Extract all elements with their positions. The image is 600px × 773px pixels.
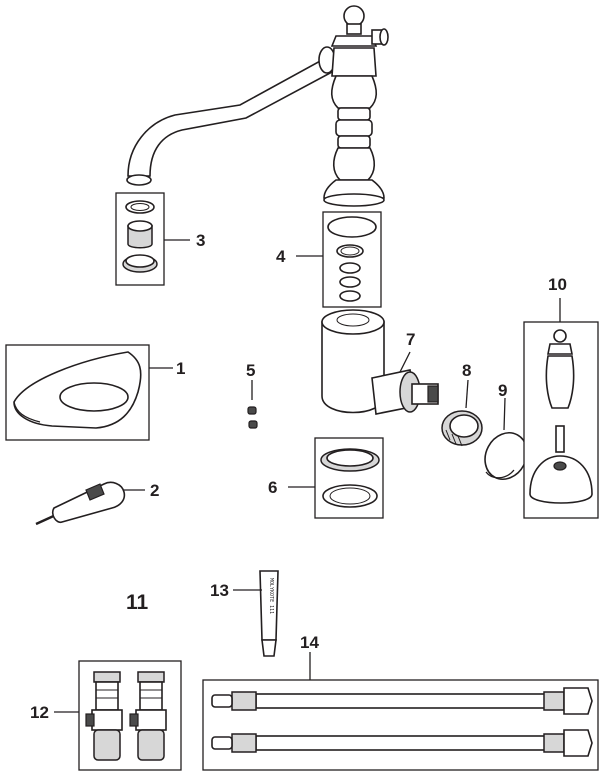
callout-7: 7 (406, 330, 415, 349)
callout-3: 3 (196, 231, 205, 250)
faucet-assembly (126, 5, 389, 207)
callout-2: 2 (150, 481, 159, 500)
callout-11: 11 (126, 591, 149, 614)
part-14-flexible-hoses (202, 652, 599, 771)
part-7-valve-body (321, 309, 439, 415)
part-8-threaded-ring (441, 379, 483, 447)
callout-1: 1 (176, 359, 185, 378)
callout-13: 13 (210, 581, 229, 600)
part-4-seal-rings (296, 211, 382, 308)
callout-labels: 1 2 3 4 5 6 7 8 9 10 11 12 13 14 (30, 231, 567, 722)
callout-9: 9 (498, 381, 507, 400)
part-1-base-plate (5, 344, 173, 441)
tube-label-text: MOLYKOTE 111 (268, 578, 274, 614)
callout-6: 6 (268, 478, 277, 497)
part-13-grease-tube: MOLYKOTE 111 (233, 570, 279, 657)
callout-14: 14 (300, 633, 319, 652)
part-12-isolation-valves (54, 660, 182, 771)
part-3-aerator-set (115, 192, 190, 286)
callout-4: 4 (276, 247, 286, 266)
callout-10: 10 (548, 275, 567, 294)
part-6-body-seals (288, 437, 384, 519)
callout-5: 5 (246, 361, 255, 380)
part-2-hex-key (35, 481, 145, 526)
part-5-grub-screws (247, 380, 258, 429)
callout-12: 12 (30, 703, 49, 722)
callout-8: 8 (462, 361, 471, 380)
part-10-handle-set (523, 298, 599, 519)
